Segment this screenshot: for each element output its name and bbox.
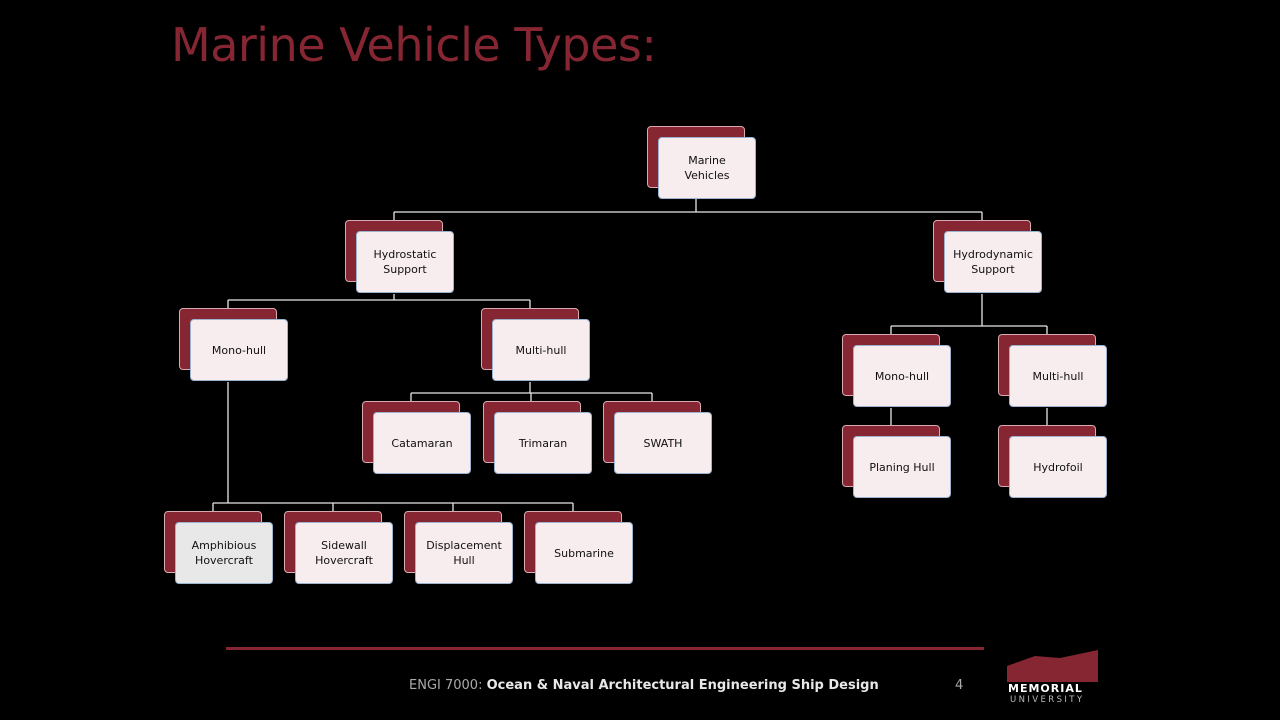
- node-label: Hydrostatic Support: [356, 231, 454, 293]
- node-label: Hydrodynamic Support: [944, 231, 1042, 293]
- logo-name: MEMORIAL: [1008, 682, 1083, 695]
- node-label: Mono-hull: [853, 345, 951, 407]
- node-label: Multi-hull: [492, 319, 590, 381]
- connector-hs-mono: [212, 382, 574, 512]
- node-label: SWATH: [614, 412, 712, 474]
- node-label: Multi-hull: [1009, 345, 1107, 407]
- connector-root: [393, 199, 983, 221]
- connector-hydrodynamic: [890, 294, 1048, 335]
- course-name: Ocean & Naval Architectural Engineering …: [486, 678, 879, 693]
- node-label: Planing Hull: [853, 436, 951, 498]
- node-label: Hydrofoil: [1009, 436, 1107, 498]
- node-label: Catamaran: [373, 412, 471, 474]
- node-label: Marine Vehicles: [658, 137, 756, 199]
- node-label: Submarine: [535, 522, 633, 584]
- memorial-university-logo: MEMORIAL UNIVERSITY: [1005, 648, 1100, 708]
- node-label: Trimaran: [494, 412, 592, 474]
- page-number: 4: [955, 678, 964, 693]
- logo-mark-icon: [1007, 650, 1098, 682]
- node-label: Mono-hull: [190, 319, 288, 381]
- course-code: ENGI 7000:: [409, 678, 483, 693]
- connector-hs-multi: [410, 382, 653, 402]
- node-label: Sidewall Hovercraft: [295, 522, 393, 584]
- footer-course: ENGI 7000: Ocean & Naval Architectural E…: [409, 678, 879, 693]
- connector-hd-children: [890, 408, 1048, 426]
- footer-divider: [226, 647, 984, 650]
- slide-title: Marine Vehicle Types:: [171, 18, 657, 72]
- node-label: Amphibious Hovercraft: [175, 522, 273, 584]
- node-label: Displacement Hull: [415, 522, 513, 584]
- logo-subtitle: UNIVERSITY: [1010, 695, 1085, 705]
- connector-hydrostatic: [227, 294, 531, 309]
